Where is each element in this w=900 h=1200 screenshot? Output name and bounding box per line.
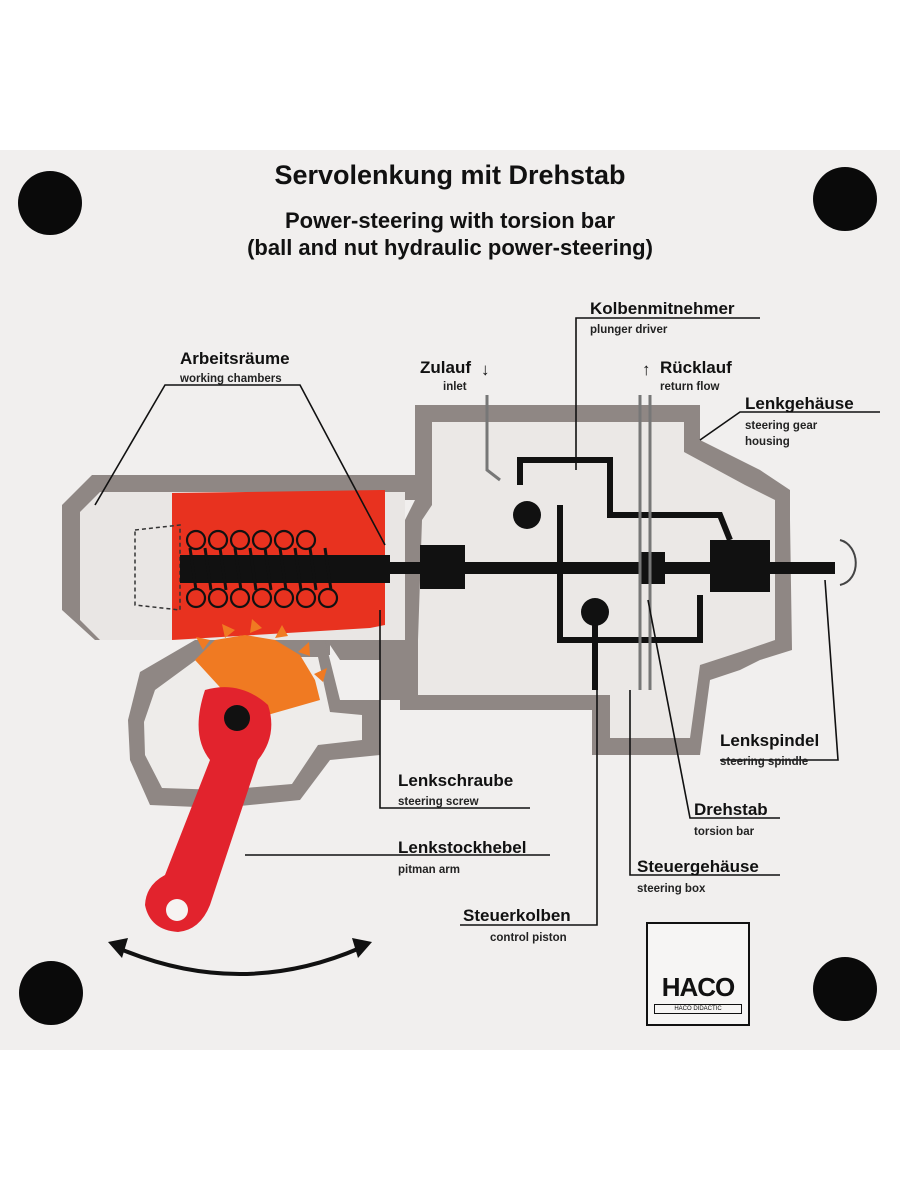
label-drehstab: Drehstab bbox=[694, 800, 768, 819]
steering-gear-housing bbox=[62, 405, 792, 808]
arrow-down-icon: ↓ bbox=[481, 360, 490, 379]
pipes bbox=[485, 395, 652, 690]
swing-arrowhead-right bbox=[352, 938, 372, 958]
gear-teeth bbox=[196, 619, 327, 682]
oil-channels bbox=[517, 457, 733, 690]
logo-text: HACO bbox=[661, 972, 736, 1002]
label-working-chambers: working chambers bbox=[180, 373, 282, 385]
screw-threads bbox=[188, 547, 333, 591]
piston-outline bbox=[134, 524, 181, 611]
sector-gear bbox=[195, 635, 320, 720]
label-steering-box: steering box bbox=[637, 883, 706, 895]
control-piston-head bbox=[581, 598, 609, 626]
steering-wheel-hint bbox=[839, 539, 857, 586]
label-return-flow: return flow bbox=[660, 381, 720, 393]
label-ruecklauf: Rücklauf bbox=[660, 358, 732, 377]
label-steuerkolben: Steuerkolben bbox=[463, 906, 571, 925]
spindle-coupling bbox=[710, 540, 770, 592]
ball-nut-balls bbox=[185, 529, 339, 609]
haco-logo: HACO HACO DIDACTIC bbox=[646, 922, 750, 1026]
label-steering-spindle: steering spindle bbox=[720, 756, 809, 768]
label-control-piston: control piston bbox=[490, 932, 567, 944]
mounting-hole-bottom-right bbox=[813, 957, 877, 1021]
label-steuergehaeuse: Steuergehäuse bbox=[637, 857, 759, 876]
mounting-hole-top-right bbox=[813, 167, 877, 231]
valve-sleeve bbox=[420, 545, 465, 589]
label-steering-gear: steering gear bbox=[745, 420, 818, 432]
label-lenkstockhebel: Lenkstockhebel bbox=[398, 838, 527, 857]
label-inlet: inlet bbox=[443, 381, 467, 393]
arrow-up-icon: ↑ bbox=[642, 360, 651, 379]
logo-tagline: HACO DIDACTIC bbox=[654, 1004, 742, 1014]
torsion-pin bbox=[640, 552, 665, 584]
label-pitman-arm: pitman arm bbox=[398, 864, 460, 876]
label-housing: housing bbox=[745, 436, 790, 448]
inlet-port bbox=[513, 501, 541, 529]
leader-lines bbox=[94, 317, 880, 926]
mounting-hole-bottom-left bbox=[19, 961, 83, 1025]
label-lenkschraube: Lenkschraube bbox=[398, 771, 514, 790]
swing-arrow bbox=[117, 946, 361, 976]
label-kolbenmitnehmer: Kolbenmitnehmer bbox=[590, 299, 735, 318]
label-zulauf: Zulauf bbox=[420, 358, 471, 377]
subtitle-line-2: (ball and nut hydraulic power-steering) bbox=[247, 235, 653, 260]
subtitle-line-1: Power-steering with torsion bar bbox=[284, 208, 616, 233]
swing-arrowhead-left bbox=[108, 938, 128, 958]
pitman-arm bbox=[145, 687, 272, 932]
label-plunger-driver: plunger driver bbox=[590, 324, 668, 336]
label-torsion-bar: torsion bar bbox=[694, 826, 755, 838]
mounting-hole-top-left bbox=[18, 171, 82, 235]
label-lenkspindel: Lenkspindel bbox=[720, 731, 820, 750]
label-arbeitsraeume: Arbeitsräume bbox=[180, 349, 290, 368]
page-title: Servolenkung mit Drehstab bbox=[274, 160, 626, 190]
label-steering-screw: steering screw bbox=[398, 796, 479, 808]
label-lenkgehaeuse: Lenkgehäuse bbox=[745, 394, 854, 413]
